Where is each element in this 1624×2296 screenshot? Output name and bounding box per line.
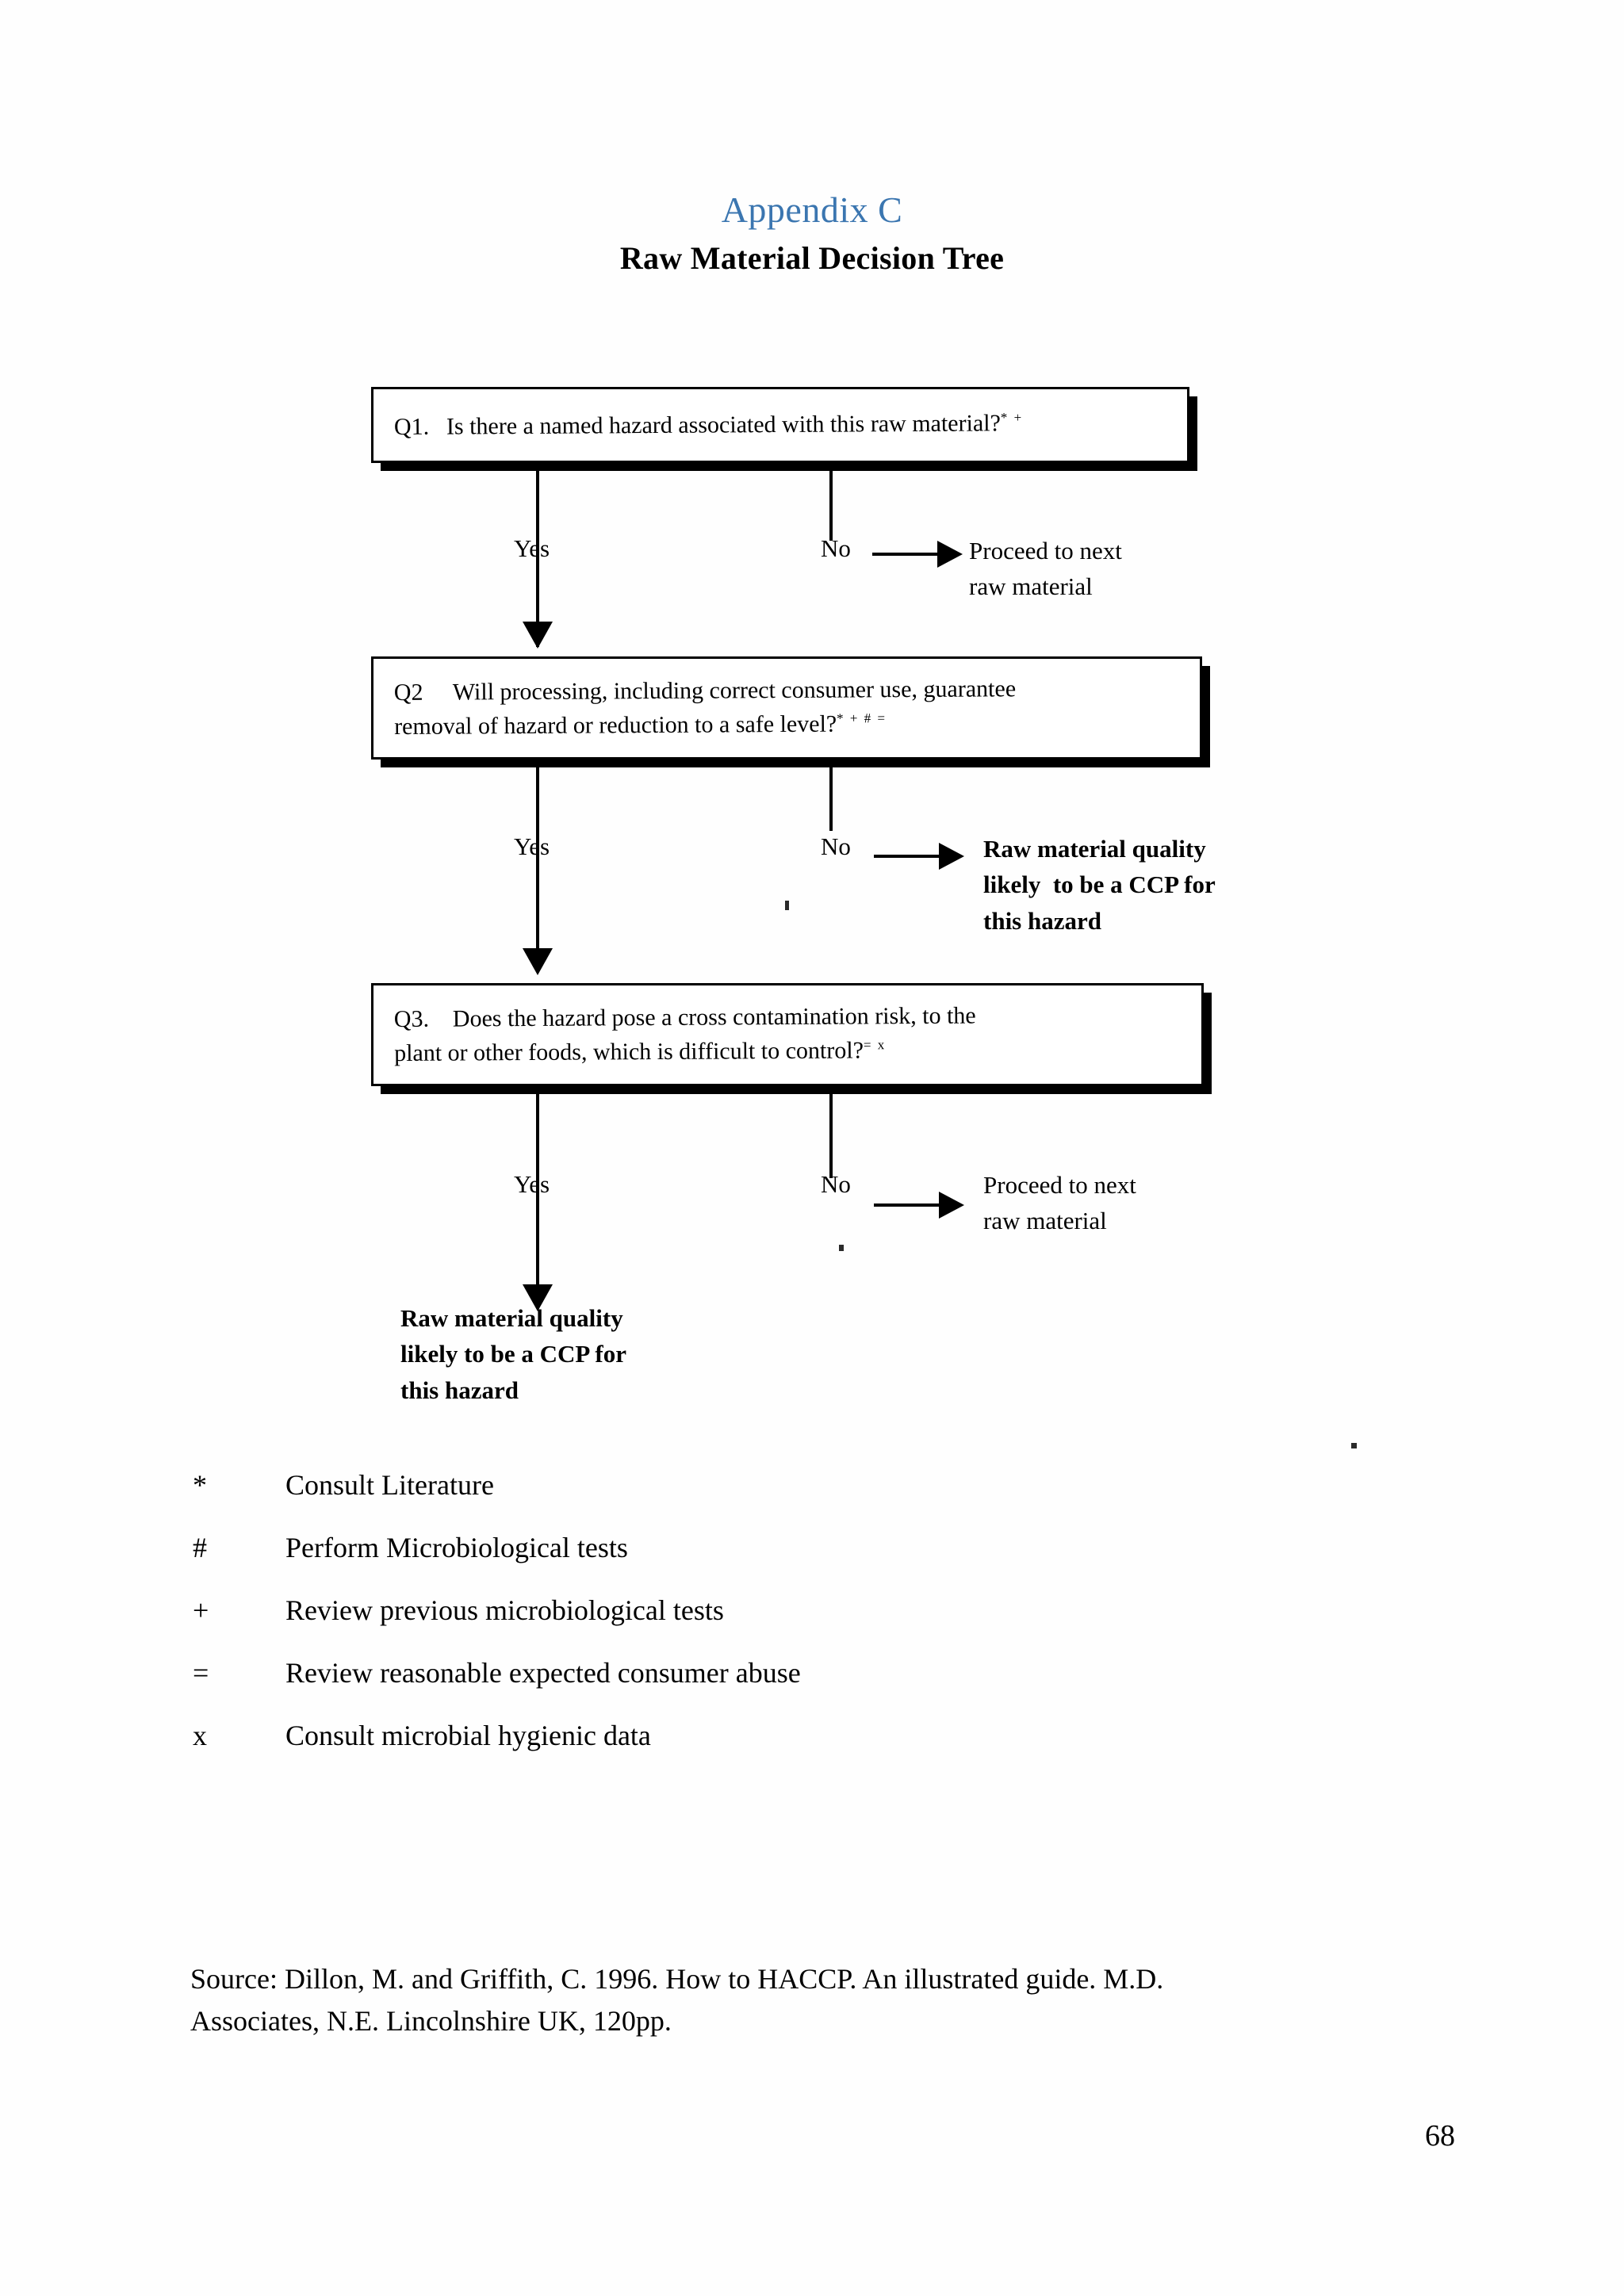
decision-box-q3-line2: plant or other foods, which is difficult… <box>394 1037 864 1067</box>
decision-box-q3: Q3. Does the hazard pose a cross contamin… <box>371 983 1204 1086</box>
outcome-q2-no-line3: this hazard <box>983 906 1101 935</box>
legend-item: = Review reasonable expected consumer ab… <box>193 1656 1303 1719</box>
branch-label-q3-no: No <box>821 1170 851 1198</box>
outcome-final-line1: Raw material quality <box>400 1304 623 1332</box>
decision-box-q2-label: Q2 <box>393 679 423 706</box>
connector-q1-no-line <box>829 465 833 541</box>
decision-box-q2-markers: * + # = <box>837 710 887 726</box>
outcome-q1-no: Proceed to next raw material <box>969 533 1122 605</box>
legend-symbol: * <box>193 1469 207 1501</box>
outcome-q2-no-line1: Raw material quality <box>983 835 1206 863</box>
legend: * Consult Literature # Perform Microbiol… <box>193 1468 1303 1781</box>
source-citation: Source: Dillon, M. and Griffith, C. 1996… <box>190 1958 1396 2042</box>
connector-q1-yes-arrowhead <box>523 622 553 649</box>
legend-symbol: x <box>193 1720 207 1751</box>
legend-symbol: # <box>193 1532 207 1563</box>
branch-label-q2-yes: Yes <box>514 832 550 860</box>
decision-box-q1-question: Is there a named hazard associated with … <box>446 410 1001 440</box>
legend-item: x Consult microbial hygienic data <box>193 1719 1303 1781</box>
decision-box-q1-label: Q1. <box>393 413 430 440</box>
page-title-subtitle: Raw Material Decision Tree <box>619 240 1005 276</box>
decision-box-q1-text: Q1. Is there a named hazard associated wi… <box>373 406 1187 445</box>
connector-q3-yes-line <box>536 1091 539 1301</box>
connector-q2-yes-arrowhead <box>523 948 553 975</box>
scan-speck <box>839 1245 844 1251</box>
legend-symbol: = <box>193 1657 209 1689</box>
legend-description: Perform Microbiological tests <box>285 1532 628 1563</box>
decision-box-q2-line2: removal of hazard or reduction to a safe… <box>394 710 837 740</box>
decision-box-q2: Q2 Will processing, including correct con… <box>371 656 1202 760</box>
page-title-appendix: Appendix C <box>721 189 903 230</box>
scan-speck <box>785 901 789 910</box>
outcome-q1-no-line1: Proceed to next <box>969 537 1122 564</box>
branch-label-q1-no: No <box>821 534 851 562</box>
outcome-q1-no-line2: raw material <box>969 572 1093 601</box>
scan-speck <box>1351 1443 1357 1448</box>
legend-description: Consult Literature <box>285 1469 494 1501</box>
decision-box-q3-label: Q3. <box>393 1006 430 1033</box>
legend-description: Consult microbial hygienic data <box>285 1720 651 1751</box>
decision-box-q2-text: Q2 Will processing, including correct con… <box>373 672 1201 744</box>
connector-q1-no-hline <box>872 553 944 556</box>
connector-q3-no-arrowhead <box>939 1192 964 1219</box>
decision-box-q3-markers: = x <box>863 1037 887 1053</box>
branch-label-q2-no: No <box>821 832 851 860</box>
decision-box-q3-line1: Does the hazard pose a cross contaminati… <box>452 1002 976 1032</box>
connector-q3-no-line <box>829 1091 833 1178</box>
outcome-final-line2: likely to be a CCP for <box>400 1340 626 1368</box>
connector-q1-no-arrowhead <box>937 541 963 568</box>
legend-item: * Consult Literature <box>193 1468 1303 1531</box>
decision-box-q3-text: Q3. Does the hazard pose a cross contamin… <box>373 998 1202 1071</box>
connector-q2-no-hline <box>874 855 945 858</box>
outcome-final: Raw material quality likely to be a CCP … <box>400 1300 626 1408</box>
branch-label-q3-yes: Yes <box>514 1170 550 1198</box>
outcome-q2-no: Raw material quality likely to be a CCP … <box>983 831 1216 939</box>
connector-q3-yes-arrowhead <box>523 1284 553 1311</box>
legend-symbol: + <box>193 1594 209 1626</box>
decision-box-q1-markers: * + <box>1000 409 1024 426</box>
outcome-q3-no-line1: Proceed to next <box>983 1171 1136 1199</box>
decision-box-q2-line1: Will processing, including correct consu… <box>452 675 1017 706</box>
connector-q1-yes-line <box>536 465 539 647</box>
source-line1: Source: Dillon, M. and Griffith, C. 1996… <box>190 1963 1164 1995</box>
page-number: 68 <box>1425 2119 1455 2152</box>
outcome-q2-no-line2: likely to be a CCP for <box>983 871 1216 899</box>
outcome-q3-no-line2: raw material <box>983 1207 1107 1235</box>
outcome-q3-no: Proceed to next raw material <box>983 1167 1136 1239</box>
source-line2: Associates, N.E. Lincolnshire UK, 120pp. <box>190 2004 672 2037</box>
outcome-final-line3: this hazard <box>400 1376 519 1404</box>
legend-description: Review reasonable expected consumer abus… <box>285 1657 801 1689</box>
connector-q2-no-line <box>829 763 833 831</box>
legend-item: # Perform Microbiological tests <box>193 1531 1303 1594</box>
connector-q2-yes-line <box>536 763 539 961</box>
branch-label-q1-yes: Yes <box>514 534 550 562</box>
decision-box-q1: Q1. Is there a named hazard associated wi… <box>371 387 1189 463</box>
connector-q2-no-arrowhead <box>939 843 964 870</box>
legend-description: Review previous microbiological tests <box>285 1594 724 1626</box>
legend-item: + Review previous microbiological tests <box>193 1594 1303 1656</box>
connector-q3-no-hline <box>874 1203 945 1207</box>
